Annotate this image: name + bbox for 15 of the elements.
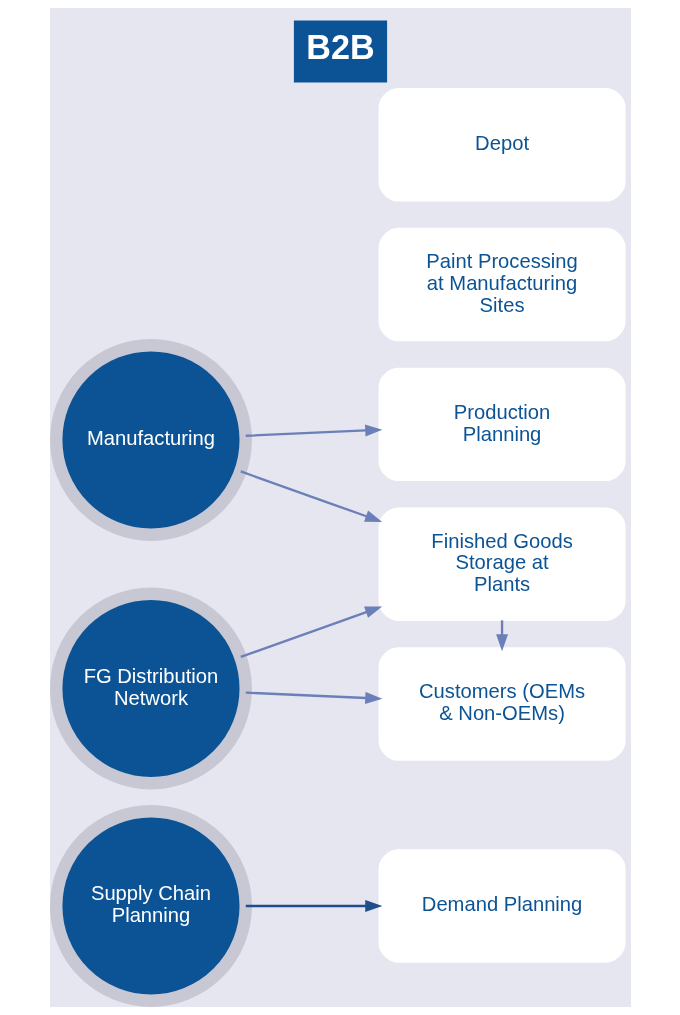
arrow [245, 899, 382, 912]
node-box: Customers (OEMs & Non-OEMs) [378, 647, 626, 761]
arrow [245, 424, 382, 437]
node-box: Finished Goods Storage at Plants [378, 507, 626, 621]
node-box: Demand Planning [378, 849, 626, 963]
arrow [245, 691, 382, 704]
node-circle: Supply Chain Planning [49, 805, 252, 1007]
node-box: Paint Processing at Manufacturing Sites [378, 227, 626, 342]
diagram-title: B2B [305, 27, 375, 66]
arrow [239, 470, 382, 522]
node-circle: Manufacturing [49, 338, 252, 541]
node-box: Production Planning [378, 367, 626, 482]
node-circle: FG Distribution Network [49, 587, 252, 790]
arrow [239, 606, 382, 659]
node-box: Depot [378, 88, 626, 202]
